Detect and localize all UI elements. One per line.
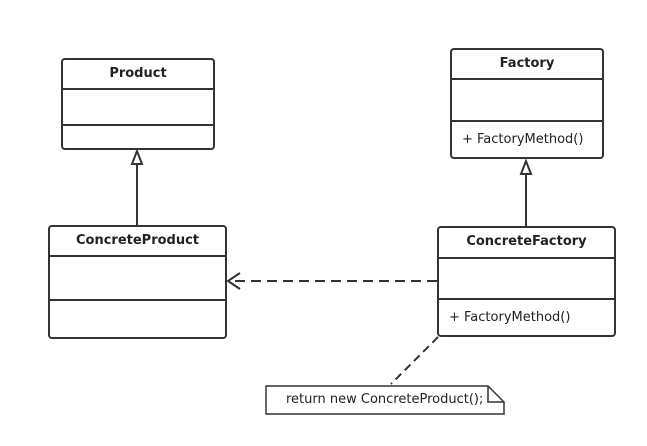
dependency-arrowhead	[226, 272, 241, 290]
class-name-concrete-factory: ConcreteFactory	[439, 228, 614, 259]
attributes-section-factory	[452, 80, 602, 122]
note-anchor-line	[390, 336, 439, 385]
inheritance-arrowhead-factory	[519, 158, 533, 175]
operation-concrete-factory-method: + FactoryMethod()	[449, 310, 571, 325]
note-shape	[265, 385, 505, 415]
class-concrete-product[interactable]: ConcreteProduct	[48, 225, 227, 339]
class-name-concrete-product: ConcreteProduct	[50, 227, 225, 257]
attributes-section-concrete-factory	[439, 259, 614, 300]
attributes-section-product	[63, 90, 213, 126]
operation-factory-method: + FactoryMethod()	[462, 132, 584, 147]
note-fold	[487, 386, 504, 403]
note-text: return new ConcreteProduct();	[286, 392, 484, 407]
class-name-factory: Factory	[452, 50, 602, 80]
operations-section-product	[63, 126, 213, 148]
operations-section-concrete-product	[50, 301, 225, 337]
attributes-section-concrete-product	[50, 257, 225, 301]
class-name-product: Product	[63, 60, 213, 90]
class-factory[interactable]: Factory + FactoryMethod()	[450, 48, 604, 159]
inheritance-arrowhead-product	[130, 148, 144, 165]
class-concrete-factory[interactable]: ConcreteFactory + FactoryMethod()	[437, 226, 616, 337]
class-product[interactable]: Product	[61, 58, 215, 150]
